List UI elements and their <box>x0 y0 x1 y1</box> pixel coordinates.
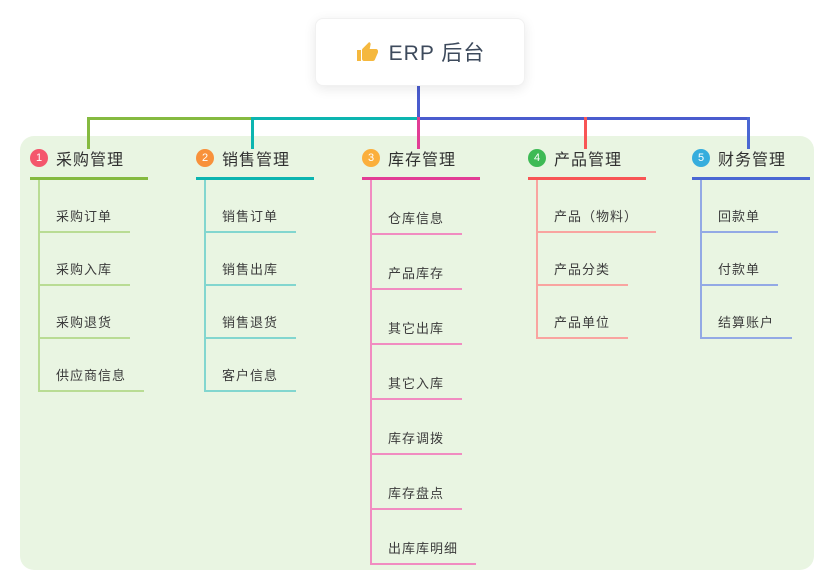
child-node[interactable]: 产品单位 <box>538 286 646 339</box>
thumbs-up-icon <box>355 40 379 64</box>
branch-column: 2 销售管理 销售订单 销售出库 销售退货 客户信息 <box>196 146 314 392</box>
branch-underline <box>692 177 810 180</box>
branch-node-label: 库存管理 <box>388 152 457 169</box>
child-node-label: 采购订单 <box>40 206 131 233</box>
child-node[interactable]: 其它出库 <box>372 290 480 345</box>
branch-column: 4 产品管理 产品（物料） 产品分类 产品单位 <box>528 146 657 339</box>
branch-column: 3 库存管理 仓库信息 产品库存 其它出库 其它入库 库存调拨 库存盘点 出库库… <box>362 146 480 565</box>
child-node[interactable]: 出库库明细 <box>372 510 480 565</box>
branch-underline <box>30 177 148 180</box>
branch-node[interactable]: 1 采购管理 <box>30 146 148 177</box>
branch-node[interactable]: 5 财务管理 <box>692 146 810 177</box>
child-node-label: 库存调拨 <box>372 428 463 455</box>
child-node-label: 采购退货 <box>40 312 131 339</box>
branch-underline <box>362 177 480 180</box>
child-node[interactable]: 库存调拨 <box>372 400 480 455</box>
child-node-label: 销售出库 <box>206 259 297 286</box>
branch-node[interactable]: 3 库存管理 <box>362 146 480 177</box>
branch-underline <box>528 177 646 180</box>
child-node-label: 供应商信息 <box>40 365 145 392</box>
child-node[interactable]: 库存盘点 <box>372 455 480 510</box>
branch-drop-line <box>87 117 90 149</box>
branch-node-label: 产品管理 <box>554 152 623 169</box>
branch-node-label: 财务管理 <box>718 152 787 169</box>
branch-number-badge: 2 <box>196 149 214 167</box>
child-node[interactable]: 结算账户 <box>702 286 810 339</box>
child-node[interactable]: 采购退货 <box>40 286 148 339</box>
branch-underline <box>196 177 314 180</box>
child-node[interactable]: 采购入库 <box>40 233 148 286</box>
branches-panel <box>20 136 814 570</box>
child-node-label: 产品分类 <box>538 259 629 286</box>
branch-children: 采购订单 采购入库 采购退货 供应商信息 <box>38 180 148 392</box>
child-node-label: 出库库明细 <box>372 538 477 565</box>
child-node-label: 销售退货 <box>206 312 297 339</box>
branch-drop-line <box>584 117 587 149</box>
branch-node[interactable]: 2 销售管理 <box>196 146 314 177</box>
child-node[interactable]: 产品库存 <box>372 235 480 290</box>
branch-node-label: 采购管理 <box>56 152 125 169</box>
branch-drop-line <box>747 117 750 149</box>
child-node-label: 采购入库 <box>40 259 131 286</box>
branch-node-label: 销售管理 <box>222 152 291 169</box>
child-node-label: 付款单 <box>702 259 779 286</box>
bus-line-segment <box>252 117 418 120</box>
branch-number-badge: 5 <box>692 149 710 167</box>
child-node-label: 产品单位 <box>538 312 629 339</box>
child-node-label: 产品（物料） <box>538 206 657 233</box>
child-node-label: 库存盘点 <box>372 483 463 510</box>
branch-column: 5 财务管理 回款单 付款单 结算账户 <box>692 146 810 339</box>
bus-line-segment <box>87 117 252 120</box>
branch-children: 销售订单 销售出库 销售退货 客户信息 <box>204 180 314 392</box>
branch-number-badge: 1 <box>30 149 48 167</box>
child-node-label: 产品库存 <box>372 263 463 290</box>
root-node[interactable]: ERP 后台 <box>315 18 525 86</box>
child-node[interactable]: 销售退货 <box>206 286 314 339</box>
branch-drop-line <box>251 117 254 149</box>
branch-column: 1 采购管理 采购订单 采购入库 采购退货 供应商信息 <box>30 146 148 392</box>
child-node[interactable]: 销售出库 <box>206 233 314 286</box>
branch-node[interactable]: 4 产品管理 <box>528 146 646 177</box>
child-node[interactable]: 采购订单 <box>40 180 148 233</box>
branch-drop-line <box>417 117 420 149</box>
child-node[interactable]: 付款单 <box>702 233 810 286</box>
child-node[interactable]: 产品分类 <box>538 233 646 286</box>
child-node[interactable]: 销售订单 <box>206 180 314 233</box>
branch-number-badge: 3 <box>362 149 380 167</box>
branch-number-badge: 4 <box>528 149 546 167</box>
child-node[interactable]: 供应商信息 <box>40 339 148 392</box>
child-node-label: 回款单 <box>702 206 779 233</box>
child-node-label: 客户信息 <box>206 365 297 392</box>
child-node[interactable]: 产品（物料） <box>538 180 657 233</box>
branch-children: 仓库信息 产品库存 其它出库 其它入库 库存调拨 库存盘点 出库库明细 <box>370 180 480 565</box>
branch-children: 回款单 付款单 结算账户 <box>700 180 810 339</box>
child-node[interactable]: 仓库信息 <box>372 180 480 235</box>
root-node-title: ERP 后台 <box>388 42 486 65</box>
child-node[interactable]: 客户信息 <box>206 339 314 392</box>
child-node-label: 其它入库 <box>372 373 463 400</box>
child-node-label: 销售订单 <box>206 206 297 233</box>
child-node-label: 仓库信息 <box>372 208 463 235</box>
child-node[interactable]: 回款单 <box>702 180 810 233</box>
branch-children: 产品（物料） 产品分类 产品单位 <box>536 180 657 339</box>
root-connector-line <box>417 84 420 118</box>
child-node-label: 其它出库 <box>372 318 463 345</box>
child-node[interactable]: 其它入库 <box>372 345 480 400</box>
child-node-label: 结算账户 <box>702 312 793 339</box>
